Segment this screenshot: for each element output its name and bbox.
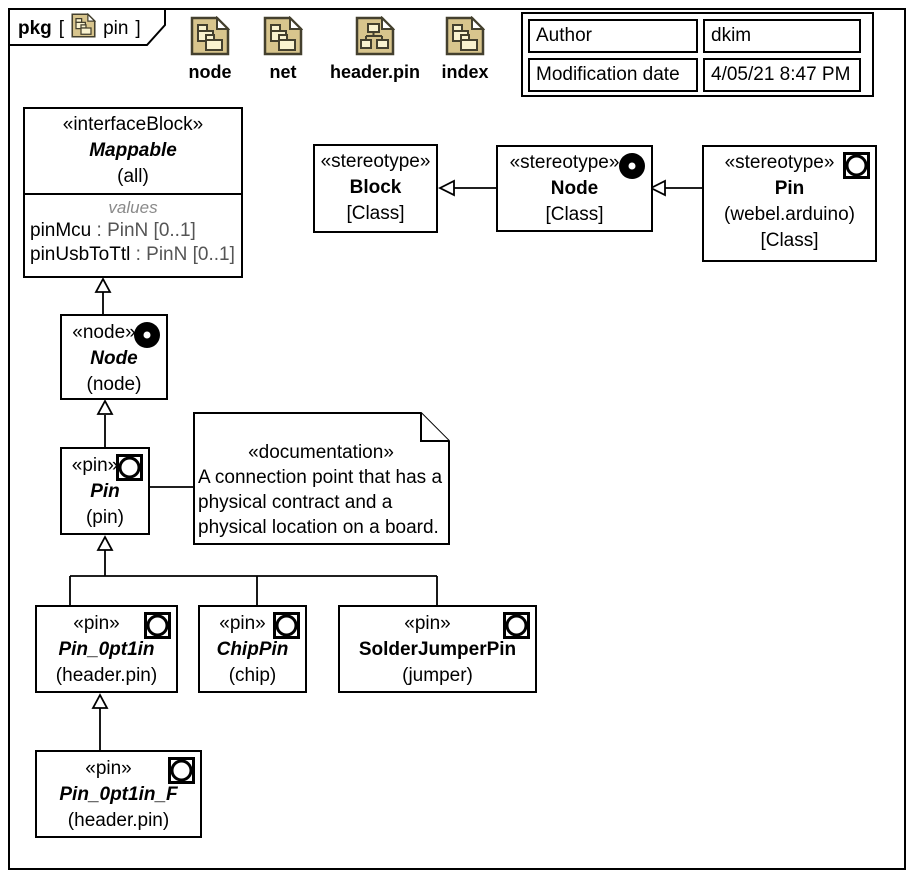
- block-solderjumperpin[interactable]: «pin» SolderJumperPin (jumper): [338, 605, 537, 693]
- block-qualifier: (node): [86, 374, 142, 395]
- block-name: Pin: [90, 481, 120, 502]
- block-qualifier: (header.pin): [55, 665, 158, 686]
- block-pin[interactable]: «pin» Pin (pin): [60, 447, 150, 535]
- shortcut-label: header.pin: [329, 62, 421, 82]
- generalization-arrowhead: [437, 179, 455, 197]
- block-meta: [Class]: [760, 230, 819, 251]
- block-stereotype-node[interactable]: «stereotype» Node [Class]: [496, 145, 653, 232]
- node-icon: [618, 152, 646, 186]
- shortcut-index[interactable]: index: [430, 15, 500, 83]
- block-name: Mappable: [89, 140, 177, 161]
- block-qualifier: (header.pin): [67, 810, 170, 831]
- stereotype-label: «stereotype»: [320, 151, 431, 172]
- shortcut-label: index: [441, 62, 489, 82]
- note-outline: [193, 412, 450, 545]
- block-qualifier: (all): [117, 166, 149, 187]
- stereotype-label: «pin»: [73, 613, 120, 634]
- block-chippin[interactable]: «pin» ChipPin (chip): [198, 605, 307, 693]
- frame-bracket-close: ]: [135, 17, 141, 39]
- info-label-author[interactable]: Author: [528, 19, 698, 53]
- block-stereotype-block[interactable]: «stereotype» Block [Class]: [313, 144, 438, 233]
- pin-icon: [168, 757, 195, 790]
- block-qualifier: (jumper): [402, 665, 473, 686]
- property-pinusbtottl[interactable]: pinUsbToTtl : PinN [0..1]: [30, 244, 235, 265]
- block-meta: [Class]: [346, 203, 405, 224]
- pin-icon: [843, 152, 870, 185]
- pin-icon: [116, 454, 143, 487]
- generalization-arrowhead: [96, 535, 114, 551]
- info-value-author[interactable]: dkim: [703, 19, 861, 53]
- package-icon: [71, 12, 97, 44]
- block-stereotype-pin[interactable]: «stereotype» Pin (webel.arduino) [Class]: [702, 145, 877, 262]
- generalization-arrowhead: [96, 399, 114, 415]
- block-meta: [Class]: [545, 204, 604, 225]
- frame-name-label: pin: [103, 17, 129, 39]
- shortcut-node[interactable]: node: [175, 15, 245, 83]
- block-name: ChipPin: [216, 639, 289, 660]
- block-pin-0pt1in-f[interactable]: «pin» Pin_0pt1in_F (header.pin): [35, 750, 202, 838]
- package-file-icon: [445, 15, 486, 61]
- stereotype-label: «stereotype»: [724, 152, 835, 173]
- info-label-modification-date[interactable]: Modification date: [528, 58, 698, 92]
- node-icon: [133, 321, 161, 355]
- stereotype-label: «node»: [72, 322, 136, 343]
- hierarchy-file-icon: [355, 15, 396, 61]
- stereotype-label: «pin»: [219, 613, 266, 634]
- shortcut-net[interactable]: net: [248, 15, 318, 83]
- block-mappable[interactable]: «interfaceBlock» Mappable (all) values p…: [23, 107, 243, 278]
- block-name: Block: [349, 177, 402, 198]
- pin-icon: [503, 612, 530, 645]
- block-qualifier: (webel.arduino): [724, 204, 855, 225]
- block-name: Pin_0pt1in_F: [59, 784, 178, 805]
- shortcut-header-pin[interactable]: header.pin: [325, 15, 425, 83]
- package-file-icon: [190, 15, 231, 61]
- values-compartment: values pinMcu : PinN [0..1] pinUsbToTtl …: [25, 195, 241, 267]
- note-body-text: A connection point that has a physical c…: [198, 467, 443, 538]
- block-node[interactable]: «node» Node (node): [60, 314, 168, 400]
- generalization-tree-pin-subtypes: [69, 550, 438, 605]
- block-qualifier: (chip): [228, 665, 277, 686]
- block-pin-0pt1in[interactable]: «pin» Pin_0pt1in (header.pin): [35, 605, 178, 693]
- documentation-note[interactable]: «documentation» A connection point that …: [193, 412, 450, 545]
- block-name: Node: [550, 178, 599, 199]
- note-stereotype: «documentation»: [248, 442, 394, 463]
- pin-icon: [273, 612, 300, 645]
- diagram-info-table: Author dkim Modification date 4/05/21 8:…: [521, 12, 874, 97]
- stereotype-label: «interfaceBlock»: [62, 114, 204, 135]
- generalization-arrowhead: [94, 277, 112, 293]
- property-pinmcu[interactable]: pinMcu : PinN [0..1]: [30, 220, 196, 241]
- diagram-frame-tab[interactable]: pkg [ pin ]: [8, 8, 168, 48]
- block-name: Pin: [774, 178, 805, 199]
- frame-kind-label: pkg: [18, 17, 52, 39]
- stereotype-label: «pin»: [71, 455, 119, 476]
- block-name: Node: [90, 348, 138, 369]
- stereotype-label: «pin»: [404, 613, 451, 634]
- stereotype-label: «stereotype»: [509, 152, 620, 173]
- frame-bracket-open: [: [58, 17, 65, 39]
- block-name: SolderJumperPin: [358, 639, 517, 660]
- block-name: Pin_0pt1in: [58, 639, 155, 660]
- pin-icon: [144, 612, 171, 645]
- package-file-icon: [263, 15, 304, 61]
- generalization-arrowhead: [648, 179, 666, 197]
- compartment-label: values: [108, 198, 158, 217]
- shortcut-label: net: [269, 62, 297, 82]
- generalization-arrowhead: [91, 693, 109, 709]
- info-value-modification-date[interactable]: 4/05/21 8:47 PM: [703, 58, 861, 92]
- shortcut-label: node: [188, 62, 232, 82]
- block-qualifier: (pin): [85, 507, 124, 528]
- stereotype-label: «pin»: [85, 758, 132, 779]
